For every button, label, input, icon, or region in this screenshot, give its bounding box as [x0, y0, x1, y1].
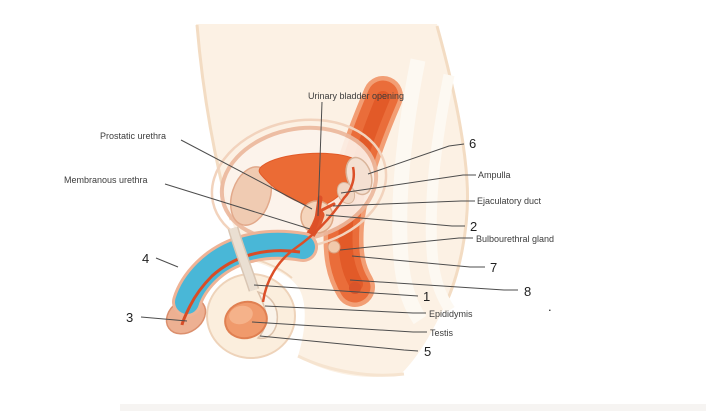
vas-deferens-path: [261, 166, 355, 303]
ejaculatory-duct-shape: [316, 202, 336, 214]
testis-highlight: [229, 305, 253, 325]
label-number-8: 8: [524, 284, 531, 299]
spermatic-cord: [227, 226, 260, 292]
leader-line-number-8: [349, 279, 518, 291]
label-urinary-bladder-opening: Urinary bladder opening: [308, 91, 404, 101]
label-ampulla: Ampulla: [478, 170, 511, 180]
buttock-crease-inner: [392, 58, 427, 325]
label-membranous-urethra: Membranous urethra: [64, 175, 148, 185]
leader-line-number-7: [351, 255, 485, 268]
leader-line-membranous-urethra: [164, 183, 311, 230]
anus: [349, 282, 361, 294]
bottom-edge-strip: [120, 404, 706, 411]
penile-urethra-line: [180, 249, 301, 326]
label-number-1: 1: [423, 289, 430, 304]
bulbourethral-gland-shape: [327, 240, 341, 254]
leader-line-urinary-bladder-opening: [317, 101, 323, 217]
artwork: [120, 24, 706, 411]
leader-line-ampulla: [340, 174, 476, 194]
label-number-6: 6: [469, 136, 476, 151]
leader-line-number-5: [259, 335, 419, 352]
label-stray-dot: .: [548, 299, 552, 314]
leader-line-testis: [251, 321, 427, 333]
label-prostatic-urethra: Prostatic urethra: [100, 131, 166, 141]
body-right-edge: [435, 25, 469, 306]
label-number-5: 5: [424, 344, 431, 359]
label-number-4: 4: [142, 251, 149, 266]
leader-line-bulbourethral-gland: [339, 237, 473, 251]
leader-line-number-6: [367, 143, 465, 175]
penis-shaft: [172, 229, 318, 326]
label-number-2: 2: [470, 219, 477, 234]
label-bulbourethral-gland: Bulbourethral gland: [476, 234, 554, 244]
leader-line-number-1: [253, 284, 419, 297]
leader-line-prostatic-urethra: [180, 139, 313, 210]
label-epididymis: Epididymis: [429, 309, 473, 319]
label-number-7: 7: [490, 260, 497, 275]
label-ejaculatory-duct: Ejaculatory duct: [477, 196, 542, 206]
leader-line-epididymis: [264, 305, 426, 314]
label-number-3: 3: [126, 310, 133, 325]
leader-line-ejaculatory-duct: [332, 200, 475, 207]
leader-line-number-2: [325, 214, 465, 227]
label-testis: Testis: [430, 328, 454, 338]
leader-line-number-3: [140, 316, 188, 322]
leader-line-number-4: [155, 257, 179, 268]
body-bottom-edge: [297, 354, 405, 377]
